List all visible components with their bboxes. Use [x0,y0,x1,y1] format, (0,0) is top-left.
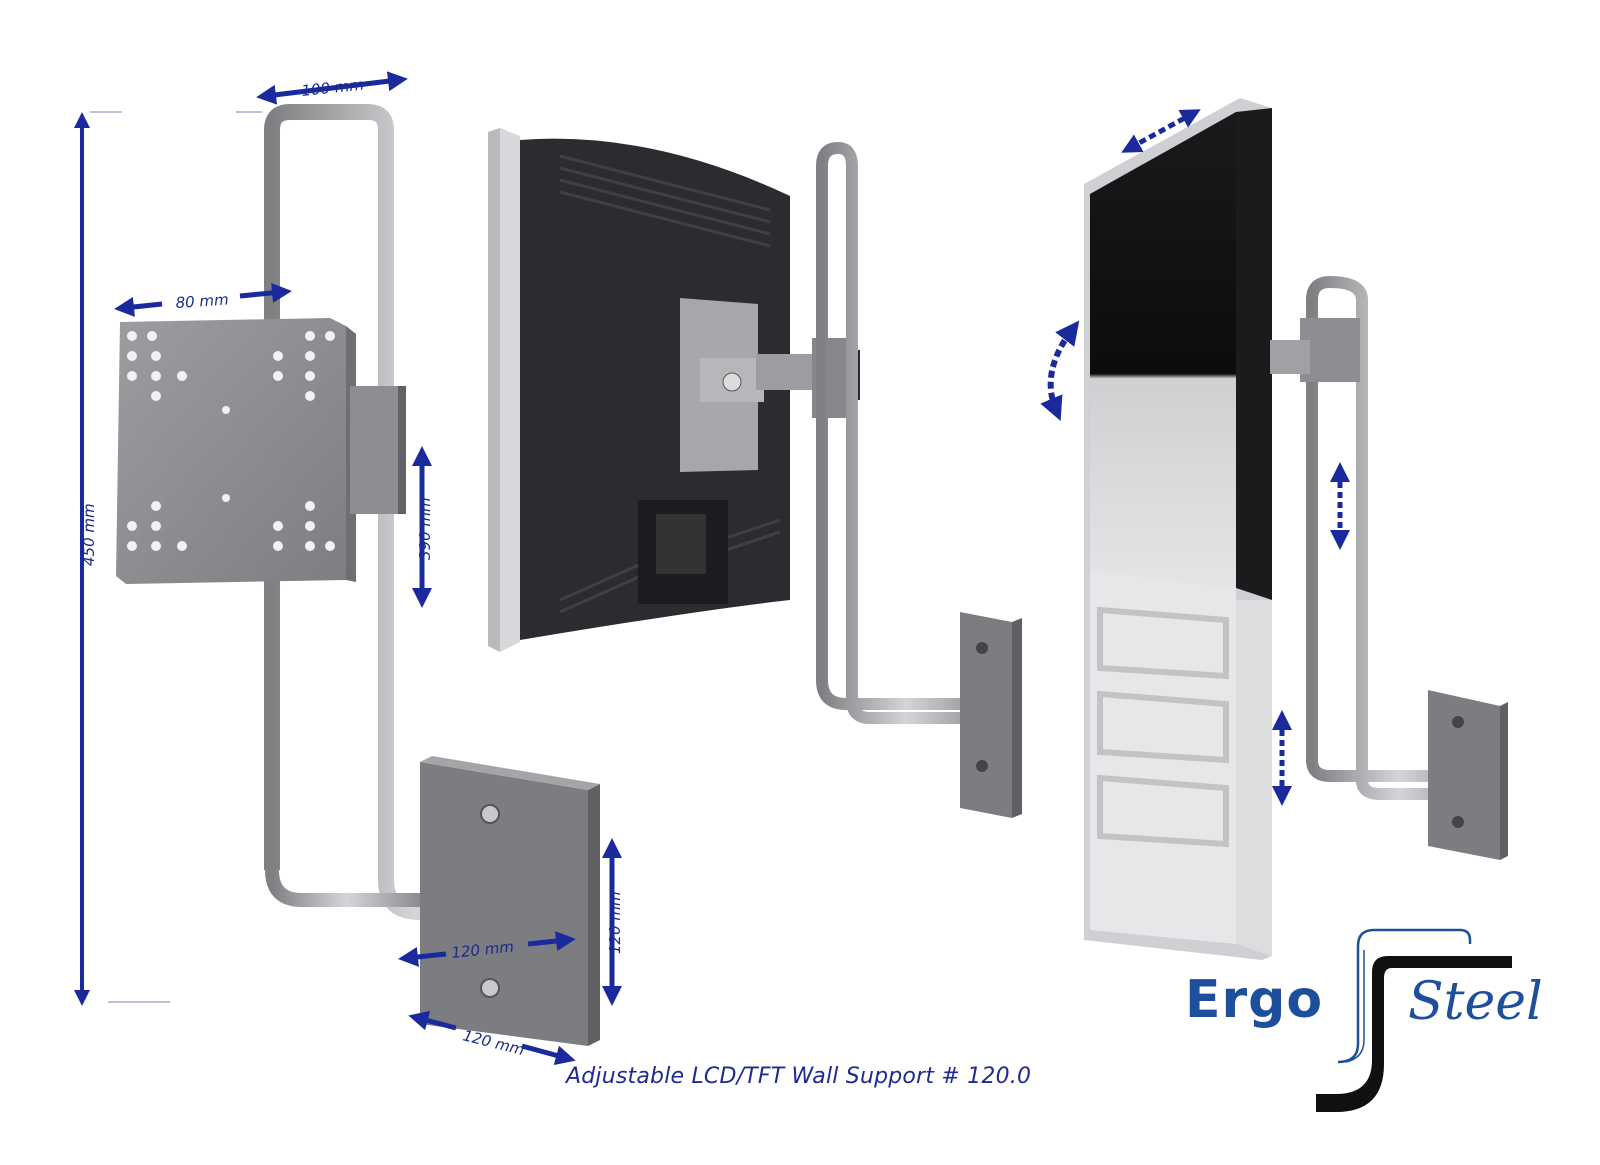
dim-label-travel: 390 mm [416,497,434,560]
dim-arrow-base-width-left [398,947,447,967]
dim-arrow-base-depth-right [521,1043,576,1066]
dim-arrow-base-depth-left [408,1010,457,1031]
product-caption: Adjustable LCD/TFT Wall Support # 120.0 [566,1064,1032,1089]
wall-base-plate [420,756,600,1046]
slider-block [350,386,398,514]
dim-arrow-plate-right [239,282,292,303]
dim-arrow-plate-left [114,297,163,317]
dim-label-plate-spacing: 80 mm [175,290,229,312]
monitor-side-view [1040,98,1508,960]
motion-arrow-tilt [1040,320,1080,422]
ergosteel-logo-mark [1316,928,1512,1112]
dim-label-height: 450 mm [80,503,98,566]
monitor-rear-view [488,128,1022,818]
logo-text-steel: Steel [1408,972,1543,1032]
dim-label-frame-width: 100 mm [301,76,365,100]
dim-arrow-base-width-right [527,931,576,951]
logo-text-ergo: Ergo [1185,970,1324,1030]
dim-arrow-frame-width [256,71,408,105]
dim-label-base-height: 120 mm [606,891,624,954]
vesa-plate [116,318,356,584]
motion-arrow-depth [1121,109,1201,153]
bracket-dimensioned: 450 mm 100 mm 80 mm 390 mm 120 mm 120 mm… [74,71,624,1066]
